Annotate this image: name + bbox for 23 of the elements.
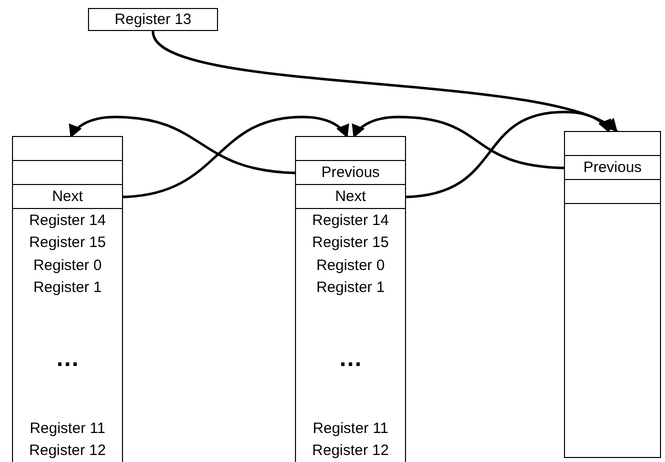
arrow — [152, 30, 618, 134]
register-label: Register 12 — [29, 442, 106, 460]
register-label: Register 15 — [29, 234, 106, 252]
register-label: Register 14 — [312, 212, 389, 230]
arrow — [404, 110, 611, 198]
arrow — [69, 116, 296, 174]
register-label: Register 12 — [312, 442, 389, 460]
register-label: Register 15 — [312, 234, 389, 252]
arrow — [122, 116, 349, 198]
register-label: Register 11 — [312, 420, 388, 438]
register-box: Register 13 — [88, 8, 218, 31]
register-label: Register 0 — [33, 257, 102, 275]
ellipsis: … — [338, 350, 362, 368]
register-label: Register 14 — [29, 212, 106, 230]
register-label: Register 1 — [33, 279, 102, 297]
register-label: Register 11 — [30, 420, 106, 438]
register-label: Register 0 — [316, 257, 385, 275]
register-label: Register 1 — [316, 279, 385, 297]
stack-frame — [12, 136, 123, 462]
stack-frame — [295, 136, 406, 462]
arrow — [352, 116, 566, 170]
ellipsis: … — [56, 350, 80, 368]
stack-frame — [564, 131, 661, 458]
